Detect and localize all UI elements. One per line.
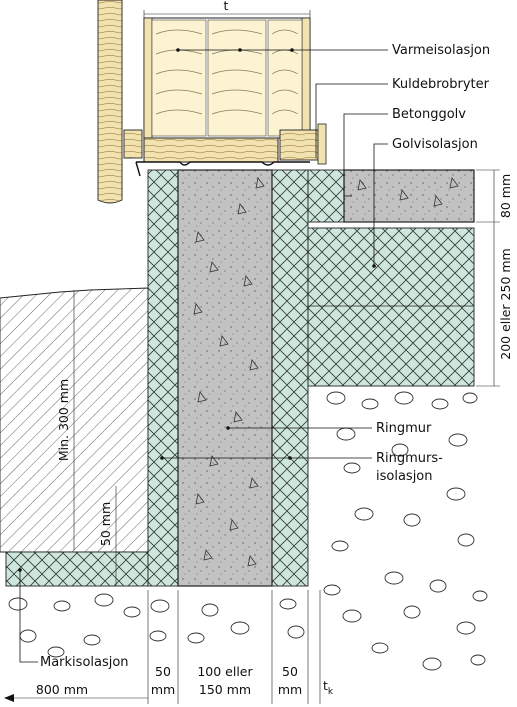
label-golvisolasjon: Golvisolasjon — [392, 137, 478, 152]
gravel-fill — [8, 391, 488, 671]
dim-bottom — [4, 590, 321, 704]
dim-bottom-50-left-top: 50 — [155, 664, 171, 679]
dim-top-t-label: t — [224, 0, 229, 13]
leader-betonggolv — [343, 113, 388, 197]
dim-bottom-50-right-top: 50 — [282, 664, 298, 679]
label-varmeisolasjon: Varmeisolasjon — [392, 43, 490, 58]
ringwall-concrete — [177, 169, 273, 587]
dim-bottom-50-right-bot: mm — [278, 682, 302, 697]
dim-bottom-800: 800 mm — [36, 682, 88, 697]
label-kuldebrobryter: Kuldebrobryter — [392, 77, 490, 92]
floor-concrete-slab — [343, 169, 475, 223]
dim-tk-sub: k — [328, 687, 334, 697]
dim-min-300: Min. 300 mm — [56, 379, 71, 461]
ground-insulation — [5, 551, 149, 587]
dim-tk: tk — [323, 678, 334, 697]
floor-upper-insulation — [307, 169, 345, 223]
dim-bottom-100-bot: 150 mm — [199, 682, 251, 697]
label-ringmur: Ringmur — [376, 421, 432, 436]
label-ringmurs-line2: isolasjon — [376, 469, 433, 484]
dim-tk-main: t — [323, 678, 328, 693]
wall-thermal-insulation — [151, 19, 303, 137]
floor-insulation — [307, 227, 475, 387]
label-markisolasjon: Markisolasjon — [40, 655, 129, 670]
dim-right-floor — [476, 169, 500, 387]
dim-bottom-50-left-bot: mm — [151, 682, 175, 697]
leader-varmeisolasjon — [176, 48, 388, 52]
leader-ringmur — [226, 426, 372, 430]
dim-bottom-100-top: 100 eller — [197, 664, 253, 679]
ringwall-insulation-right — [271, 169, 309, 587]
ringwall-insulation-left — [147, 169, 179, 587]
dim-top-t — [143, 10, 311, 18]
leader-kuldebrobryter — [315, 83, 388, 158]
sill-plate — [123, 123, 327, 165]
dim-floor-200-250: 200 eller 250 mm — [498, 248, 513, 359]
wall-cladding — [97, 0, 123, 204]
label-betonggolv: Betonggolv — [392, 107, 466, 122]
leader-ringmursisolasjon — [160, 456, 372, 460]
thermal-break — [135, 161, 310, 177]
dim-floor-80: 80 mm — [498, 174, 513, 218]
leader-golvisolasjon — [372, 143, 388, 268]
label-ringmurs-line1: Ringmurs- — [376, 451, 443, 466]
leader-markisolasjon — [18, 568, 38, 663]
dim-v-50: 50 mm — [98, 502, 113, 546]
